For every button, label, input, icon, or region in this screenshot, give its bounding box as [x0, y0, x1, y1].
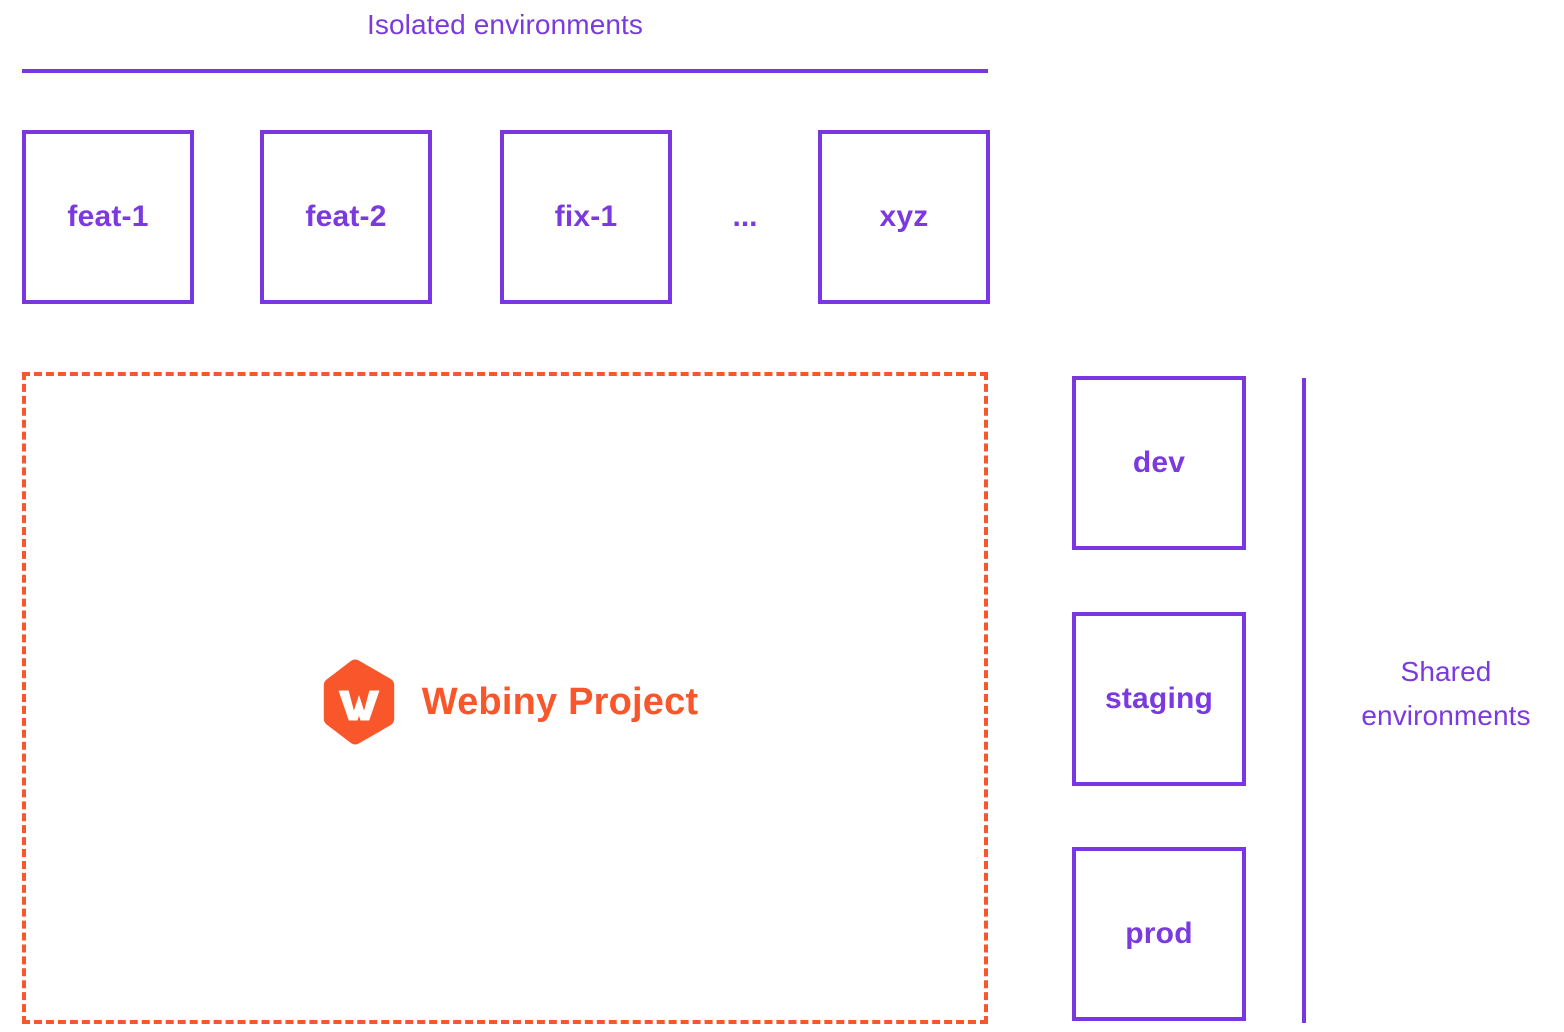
- isolated-env-box-fix-1[interactable]: fix-1: [500, 130, 672, 304]
- webiny-project-name: Webiny Project: [421, 681, 699, 723]
- shared-environments-title-line-1: Shared: [1400, 656, 1492, 687]
- isolated-env-label: xyz: [879, 200, 929, 233]
- shared-environments-divider: [1302, 378, 1306, 1023]
- shared-env-label: staging: [1104, 682, 1214, 715]
- webiny-project-container: Webiny Project: [22, 372, 988, 1024]
- shared-env-box-prod[interactable]: prod: [1072, 847, 1246, 1021]
- isolated-env-box-xyz[interactable]: xyz: [818, 130, 990, 304]
- shared-env-label: dev: [1132, 446, 1186, 479]
- isolated-environments-divider: [22, 69, 988, 73]
- isolated-env-label: feat-2: [305, 200, 387, 233]
- isolated-env-label: fix-1: [554, 200, 618, 233]
- isolated-env-box-feat-1[interactable]: feat-1: [22, 130, 194, 304]
- shared-env-label: prod: [1125, 917, 1193, 950]
- shared-environments-title-line-2: environments: [1361, 700, 1531, 731]
- shared-env-box-dev[interactable]: dev: [1072, 376, 1246, 550]
- isolated-env-label: feat-1: [67, 200, 149, 233]
- shared-environments-title: Shared environments: [1330, 650, 1562, 738]
- isolated-env-ellipsis: ...: [732, 200, 758, 233]
- isolated-environments-title: Isolated environments: [366, 9, 644, 40]
- isolated-env-box-feat-2[interactable]: feat-2: [260, 130, 432, 304]
- shared-env-box-staging[interactable]: staging: [1072, 612, 1246, 786]
- webiny-hexagon-logo-icon: [323, 659, 394, 745]
- webiny-project-brand: Webiny Project: [26, 376, 992, 1028]
